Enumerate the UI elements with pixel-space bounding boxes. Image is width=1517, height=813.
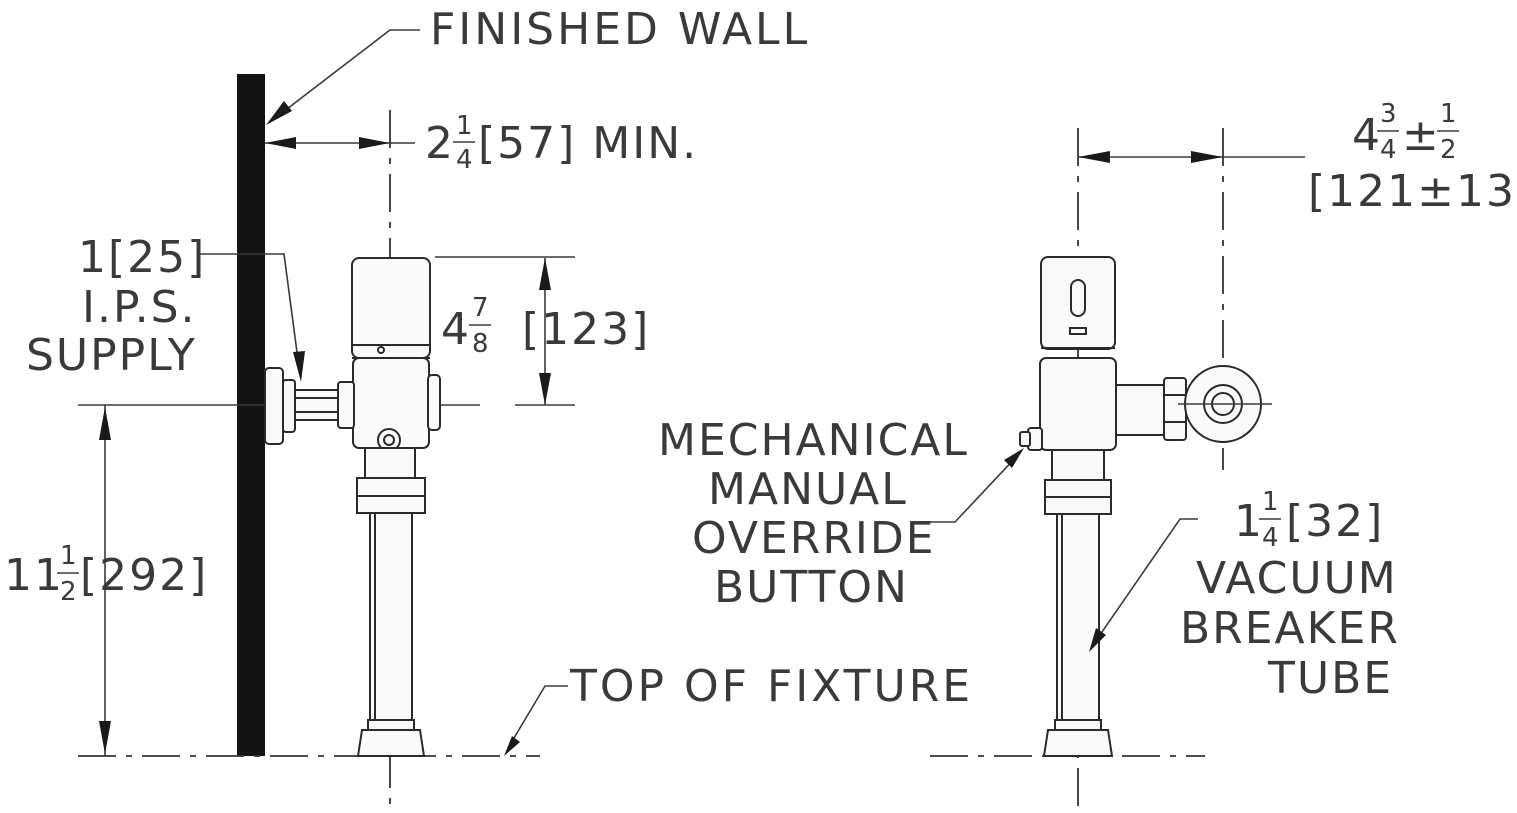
offset-den: 4 bbox=[1380, 135, 1397, 165]
tube-mm: [32] bbox=[1286, 496, 1384, 547]
fixture-whole: 11 bbox=[4, 550, 64, 601]
tube-line-3: TUBE bbox=[1267, 653, 1393, 704]
tube-arrowhead bbox=[1089, 628, 1106, 652]
dim-wall-den: 4 bbox=[456, 145, 473, 175]
tube-line-2: BREAKER bbox=[1180, 603, 1400, 654]
override-line-2: MANUAL bbox=[708, 464, 908, 515]
dim-fixture-arrow-top bbox=[99, 407, 111, 440]
offset-mm: [121±13] bbox=[1308, 166, 1517, 217]
fixture-den: 2 bbox=[60, 577, 77, 607]
override-arrowhead bbox=[1004, 448, 1024, 468]
supply-pipe bbox=[264, 367, 339, 445]
finished-wall bbox=[237, 74, 265, 756]
offset-tol-num: 1 bbox=[1440, 99, 1457, 129]
fixture-mm: [292] bbox=[80, 550, 208, 601]
finished-wall-label: FINISHED WALL bbox=[430, 4, 810, 55]
top-of-fixture-label: TOP OF FIXTURE bbox=[569, 661, 973, 712]
valve-side-view bbox=[337, 257, 441, 757]
height-num: 7 bbox=[472, 293, 489, 323]
dim-height-arrow-top bbox=[539, 258, 551, 290]
tube-num: 1 bbox=[1262, 487, 1279, 517]
dim-wall-arrow-left bbox=[265, 137, 296, 149]
tube-den: 4 bbox=[1262, 523, 1279, 553]
override-line-4: BUTTON bbox=[714, 562, 909, 613]
dim-wall-rest: [57] MIN. bbox=[478, 118, 698, 169]
dim-wall-arrow-right bbox=[359, 137, 390, 149]
dim-wall-whole: 2 bbox=[425, 118, 455, 169]
supply-arrowhead bbox=[293, 351, 305, 382]
valve-front-view bbox=[1019, 256, 1272, 757]
height-den: 8 bbox=[472, 329, 489, 359]
dim-offset-arrow-left bbox=[1078, 151, 1110, 163]
tube-line-1: VACUUM bbox=[1196, 553, 1398, 604]
height-whole: 4 bbox=[441, 304, 471, 355]
override-leader bbox=[930, 454, 1019, 523]
fixture-arrowhead bbox=[504, 736, 520, 756]
supply-leader bbox=[200, 253, 301, 376]
dim-offset-arrow-right bbox=[1191, 151, 1223, 163]
offset-tol-den: 2 bbox=[1440, 135, 1457, 165]
fixture-leader bbox=[507, 685, 568, 749]
dim-wall-num: 1 bbox=[456, 111, 473, 141]
supply-ips-label: I.P.S. bbox=[82, 282, 197, 333]
offset-pm: ± bbox=[1402, 110, 1441, 161]
dim-fixture-arrow-bottom bbox=[99, 721, 111, 754]
dim-height-arrow-bottom bbox=[539, 373, 551, 405]
supply-dim-label: 1[25] bbox=[78, 232, 206, 283]
supply-word-label: SUPPLY bbox=[26, 330, 197, 381]
tube-whole: 1 bbox=[1234, 496, 1264, 547]
offset-num: 3 bbox=[1380, 99, 1397, 129]
height-mm: [123] bbox=[522, 304, 650, 355]
override-line-3: OVERRIDE bbox=[692, 513, 936, 564]
tube-leader bbox=[1092, 518, 1198, 646]
finished-wall-arrowhead bbox=[266, 101, 292, 125]
finished-wall-leader bbox=[269, 29, 420, 123]
fixture-num: 1 bbox=[60, 541, 77, 571]
override-line-1: MECHANICAL bbox=[658, 415, 969, 466]
offset-whole: 4 bbox=[1352, 110, 1382, 161]
